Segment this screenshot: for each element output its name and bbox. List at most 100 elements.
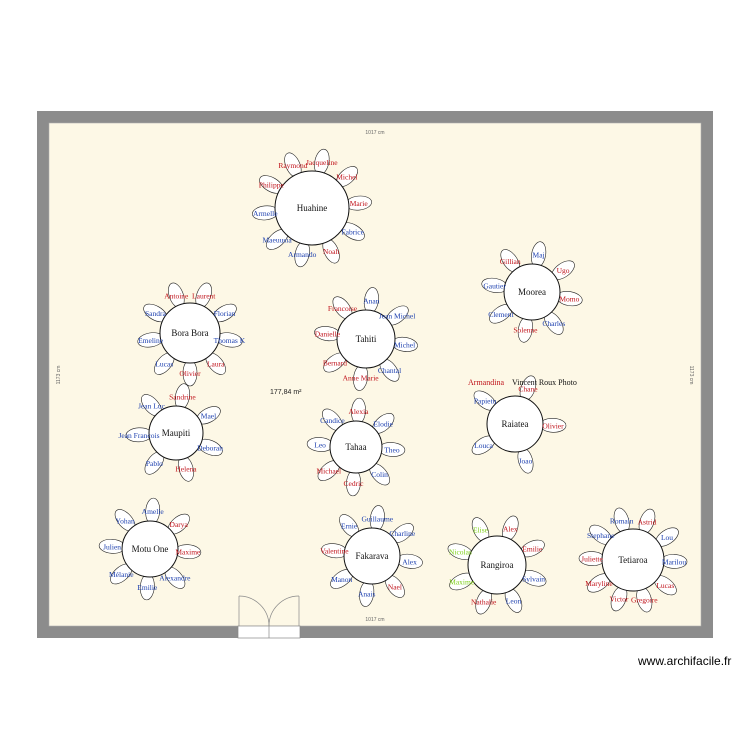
guest-name: Danielle — [315, 330, 341, 339]
guest-name: Sylvain — [522, 574, 545, 583]
guest-name: Emeline — [138, 336, 164, 345]
guest-name: Marilou — [662, 557, 686, 566]
guest-name: Olivier — [542, 421, 564, 430]
guest-name: Gautier — [483, 281, 506, 290]
guest-name: Gillian — [500, 257, 521, 266]
guest-name: Anne Marie — [343, 374, 380, 383]
guest-name: Nathalie — [471, 598, 497, 607]
table-maupiti[interactable]: MaupitiSandrineMaelDeborahHelenaPabloJea… — [118, 383, 224, 483]
guest-name: Helena — [175, 465, 197, 474]
guest-name: Clement — [488, 310, 514, 319]
note-label-armandina: Armandina — [468, 378, 504, 387]
guest-name: Michael — [317, 467, 342, 476]
guest-name: Jean Luc — [138, 401, 166, 410]
table-top[interactable] — [486, 395, 544, 453]
width-dimension-top: 1017 cm — [365, 130, 384, 136]
guest-name: Joao — [519, 457, 533, 466]
guest-name: Alexandre — [159, 574, 191, 583]
table-huahine[interactable]: HuahineJacquelineMichelMarieFabriceNoahA… — [252, 148, 373, 268]
guest-name: Jean Michel — [379, 312, 415, 321]
note-label-photographer: Vincent Roux Photo — [512, 378, 577, 387]
guest-name: Julien — [103, 542, 121, 551]
guest-name: Antoine — [164, 291, 189, 300]
guest-name: Jacqueline — [306, 158, 338, 167]
table-tahaa[interactable]: TahaaAlexiaElodieTheoColinCedricMichaelL… — [306, 397, 406, 497]
guest-name: Yohan — [115, 516, 134, 525]
height-dimension-right: 1173 cm — [688, 366, 694, 385]
guest-name: Fabrice — [341, 228, 364, 237]
table-top[interactable] — [329, 420, 383, 474]
table-name: Tahaa — [345, 442, 366, 452]
guest-name: Lucas — [155, 360, 173, 369]
guest-name: Florian — [214, 309, 236, 318]
table-motu-one[interactable]: Motu OneAmelieDaryaMaximeAlexandreEmilie… — [98, 497, 202, 601]
guest-name: Leo — [314, 441, 326, 450]
guest-name: Mael — [201, 411, 216, 420]
double-door[interactable] — [237, 595, 301, 639]
table-name: Tetiaroa — [618, 555, 647, 565]
table-top[interactable] — [503, 263, 561, 321]
guest-name: Bernard — [323, 359, 347, 368]
table-top[interactable] — [601, 528, 665, 592]
guest-name: Romain — [610, 517, 634, 526]
guest-name: Anan — [363, 296, 379, 305]
guest-name: Elise — [473, 526, 489, 535]
area-label: 177,84 m² — [270, 389, 302, 396]
table-top[interactable] — [148, 405, 204, 461]
guest-name: Maj — [533, 251, 545, 260]
guest-name: Alexia — [349, 407, 370, 416]
table-name: Motu One — [132, 544, 169, 554]
table-name: Bora Bora — [171, 328, 208, 338]
guest-name: Maxime — [175, 548, 201, 557]
guest-name: Chane — [518, 384, 538, 393]
table-tetiaroa[interactable]: TetiaroaAstridLouMarilouLucasGregoireVic… — [578, 506, 688, 614]
watermark: www.archifacile.fr — [638, 654, 732, 668]
guest-name: Maeuusia — [263, 235, 293, 244]
table-top[interactable] — [336, 309, 396, 369]
guest-name: Louca — [474, 441, 493, 450]
guest-name: Victor — [610, 595, 629, 604]
guest-name: Francoise — [328, 304, 358, 313]
table-moorea[interactable]: MooreaMajUgoMomoCharlesSolenneClementGau… — [481, 241, 584, 344]
guest-name: Philippe — [259, 181, 285, 190]
guest-name: Theo — [384, 446, 400, 455]
table-name: Maupiti — [162, 428, 191, 438]
guest-name: Sandra — [145, 309, 166, 318]
guest-name: Armando — [288, 250, 317, 259]
guest-name: Darya — [170, 520, 189, 529]
table-top[interactable] — [159, 302, 221, 364]
guest-name: Maryline — [585, 579, 613, 588]
guest-name: Pablo — [146, 459, 163, 468]
guest-name: Stephane — [587, 531, 615, 540]
guest-name: Armelle — [253, 209, 278, 218]
table-top[interactable] — [274, 170, 350, 246]
guest-name: Charline — [389, 529, 415, 538]
guest-name: Thomas K — [214, 336, 246, 345]
guest-name: Colin — [371, 470, 388, 479]
guest-name: Gregoire — [631, 595, 658, 604]
table-name: Moorea — [518, 287, 546, 297]
table-top[interactable] — [343, 527, 401, 585]
tables-layer: HuahineJacquelineMichelMarieFabriceNoahA… — [98, 148, 688, 616]
guest-name: Guillaume — [361, 514, 393, 523]
guest-name: Emilie — [522, 545, 543, 554]
guest-name: Charles — [542, 319, 565, 328]
guest-name: Raymond — [278, 161, 307, 170]
height-dimension-left: 1173 cm — [56, 366, 62, 385]
guest-name: Maxime — [449, 578, 475, 587]
guest-name: Anais — [358, 590, 376, 599]
table-rangiroa[interactable]: RangiroaAlexEmilieSylvainLeonNathalieMax… — [446, 514, 548, 616]
table-top[interactable] — [467, 535, 527, 595]
guest-name: Cedric — [344, 479, 365, 488]
table-top[interactable] — [121, 520, 179, 578]
guest-name: Momo — [559, 295, 579, 304]
guest-name: Ugo — [557, 266, 570, 275]
table-fakarava[interactable]: FakaravaGuillaumeCharlineAlexNaelAnaisMa… — [320, 505, 423, 608]
guest-name: Lou — [661, 533, 673, 542]
guest-name: Astrid — [638, 518, 657, 527]
guest-name: Candice — [320, 416, 345, 425]
